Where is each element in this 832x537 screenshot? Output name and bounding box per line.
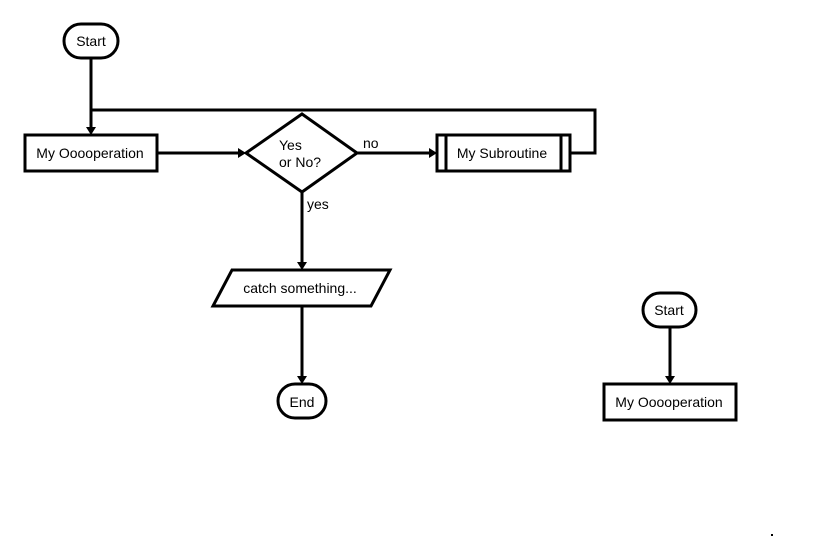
decision-diamond-shape — [243, 112, 360, 194]
start-terminator-label: Start — [76, 33, 106, 49]
edge-subroutine-loop-back — [91, 108, 597, 155]
arrowhead-end — [297, 376, 307, 384]
io-data-label: catch something... — [243, 280, 357, 296]
operation-process-2-shape — [602, 382, 738, 422]
arrowhead-operation2 — [665, 376, 675, 384]
start-terminator-2-label: Start — [654, 302, 684, 318]
operation-process-2-label: My Ooooperation — [615, 394, 722, 410]
edge-label-yes: yes — [307, 196, 329, 212]
decision-diamond[interactable]: Yes or No? — [243, 112, 360, 194]
arrowhead-operation — [86, 127, 96, 135]
operation-process-2[interactable]: My Ooooperation — [602, 382, 738, 422]
start-terminator-2-shape — [641, 291, 698, 329]
subroutine-label: My Subroutine — [457, 145, 547, 161]
subroutine-shape — [435, 133, 572, 173]
stray-dot — [771, 534, 773, 536]
io-data-parallelogram[interactable]: catch something... — [210, 268, 393, 308]
start-terminator[interactable]: Start — [62, 22, 120, 60]
operation-process[interactable]: My Ooooperation — [23, 133, 159, 173]
arrowhead-io — [297, 262, 307, 270]
start-terminator-shape — [62, 22, 120, 60]
end-terminator-shape — [276, 382, 328, 420]
end-terminator-label: End — [290, 394, 315, 410]
decision-label-line2: or No? — [279, 154, 321, 170]
io-data-shape — [210, 268, 393, 308]
end-terminator[interactable]: End — [276, 382, 328, 420]
connectors — [86, 58, 675, 384]
subroutine-predefined-process[interactable]: My Subroutine — [435, 133, 572, 173]
decision-label-line1: Yes — [279, 137, 302, 153]
edge-label-no: no — [363, 135, 379, 151]
arrowhead-subroutine — [429, 148, 437, 158]
operation-process-label: My Ooooperation — [36, 145, 143, 161]
arrowhead-decision — [238, 148, 246, 158]
start-terminator-2[interactable]: Start — [641, 291, 698, 329]
operation-process-shape — [23, 133, 159, 173]
